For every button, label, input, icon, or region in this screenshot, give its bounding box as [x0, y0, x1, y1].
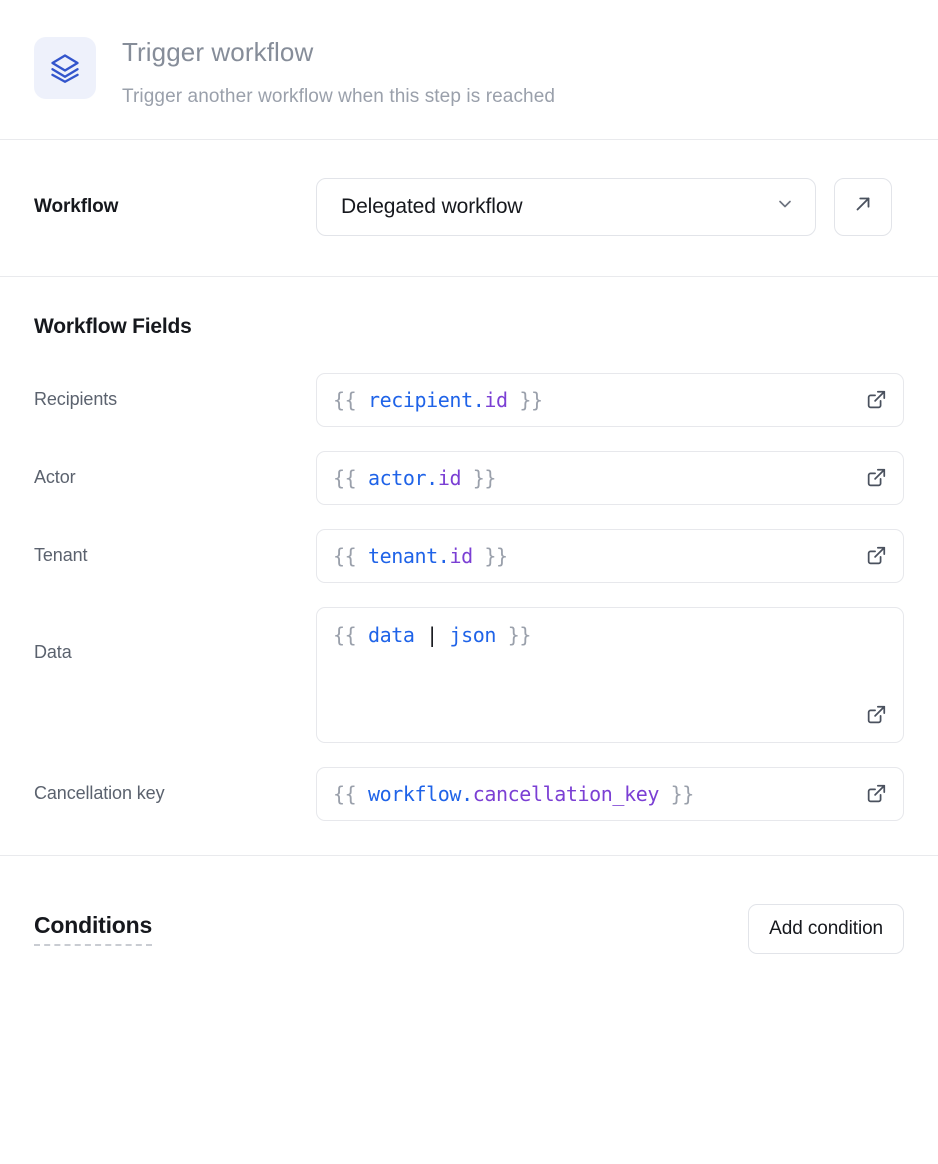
workflow-select[interactable]: Delegated workflow	[316, 177, 816, 236]
add-condition-button[interactable]: Add condition	[748, 903, 904, 954]
field-label: Data	[34, 641, 72, 662]
liquid-code-input[interactable]: {{ workflow.cancellation_key }}	[316, 766, 904, 821]
workflow-fields-list: Recipients {{ recipient.id }} Actor {{ acto…	[34, 372, 904, 821]
external-link-icon[interactable]	[865, 704, 887, 726]
page-title: Trigger workflow	[122, 37, 314, 67]
liquid-code-value: {{ recipient.id }}	[333, 387, 543, 412]
field-label: Tenant	[34, 544, 88, 565]
field-label: Actor	[34, 466, 76, 487]
arrow-up-right-icon	[852, 193, 874, 220]
conditions-title: Conditions	[34, 912, 152, 946]
liquid-code-input[interactable]: {{ data | json }}	[316, 606, 904, 743]
liquid-code-value: {{ data | json }}	[333, 622, 531, 647]
external-link-icon[interactable]	[865, 389, 887, 411]
liquid-code-value: {{ workflow.cancellation_key }}	[333, 781, 694, 806]
field-label: Cancellation key	[34, 782, 165, 803]
field-row: Actor {{ actor.id }}	[34, 450, 904, 505]
divider-fields	[0, 854, 938, 856]
external-link-icon[interactable]	[865, 467, 887, 489]
field-label: Recipients	[34, 388, 118, 409]
liquid-code-input[interactable]: {{ tenant.id }}	[316, 528, 904, 583]
workflow-select-row: Workflow Delegated workflow	[0, 140, 938, 276]
field-row: Data {{ data | json }}	[34, 606, 904, 743]
chevron-down-icon	[775, 194, 795, 219]
divider-workflow	[0, 275, 938, 277]
step-header: Trigger workflow Trigger another workflo…	[0, 0, 938, 139]
workflow-fields-section: Workflow Fields Recipients {{ recipient.i…	[0, 277, 938, 855]
workflow-select-value: Delegated workflow	[341, 194, 523, 218]
liquid-code-value: {{ tenant.id }}	[333, 543, 508, 568]
workflow-label: Workflow	[34, 195, 119, 217]
divider-header	[0, 138, 938, 140]
liquid-code-input[interactable]: {{ recipient.id }}	[316, 372, 904, 427]
open-workflow-button[interactable]	[834, 177, 892, 236]
external-link-icon[interactable]	[865, 545, 887, 567]
field-row: Tenant {{ tenant.id }}	[34, 528, 904, 583]
field-row: Cancellation key {{ workflow.cancellation…	[34, 766, 904, 821]
conditions-section: Conditions Add condition	[0, 856, 938, 954]
field-row: Recipients {{ recipient.id }}	[34, 372, 904, 427]
page-subtitle: Trigger another workflow when this step …	[122, 85, 556, 107]
layers-icon	[34, 37, 96, 99]
liquid-code-input[interactable]: {{ actor.id }}	[316, 450, 904, 505]
liquid-code-value: {{ actor.id }}	[333, 465, 497, 490]
workflow-fields-title: Workflow Fields	[34, 314, 192, 338]
external-link-icon[interactable]	[865, 783, 887, 805]
header-text-block: Trigger workflow Trigger another workflo…	[122, 34, 555, 109]
